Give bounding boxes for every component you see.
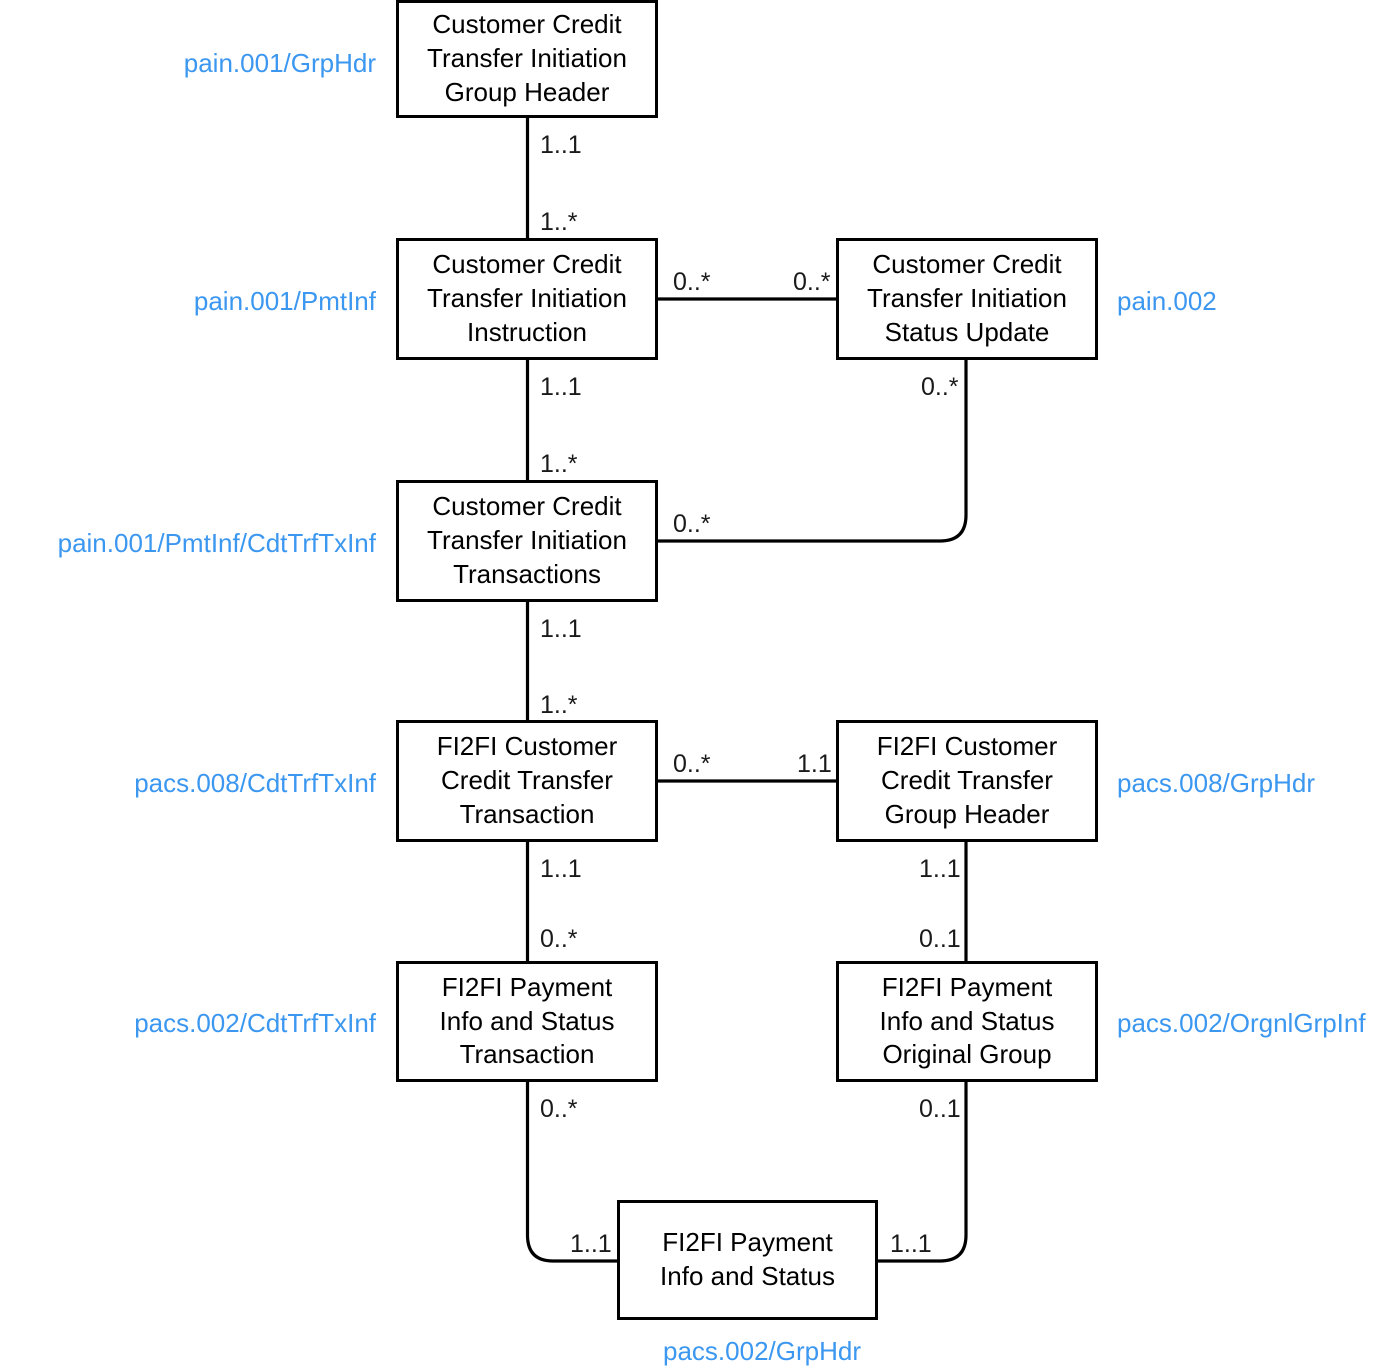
entity-label-pacs002-orgnlgrpinf: FI2FI Payment Info and Status Original G… bbox=[879, 971, 1055, 1070]
entity-label-pain002: Customer Credit Transfer Initiation Stat… bbox=[867, 249, 1067, 347]
connector-pain002-to-transactions bbox=[658, 360, 968, 543]
entity-box-pacs002-grphdr[interactable]: FI2FI Payment Info and Status bbox=[617, 1200, 878, 1320]
cardinality-pacs008grphdr-bottom: 1..1 bbox=[919, 855, 961, 883]
cardinality-grphdr-bottom: 1..1 bbox=[540, 131, 582, 159]
namespace-label-pacs002-cdttrftxinf: pacs.002/CdtTrfTxInf bbox=[134, 1008, 376, 1038]
cardinality-pmtinf-bottom: 1..1 bbox=[540, 373, 582, 401]
cardinality-pacs002grphdr-left: 1..1 bbox=[570, 1230, 612, 1258]
namespace-label-pacs002-grphdr: pacs.002/GrpHdr bbox=[663, 1336, 861, 1366]
entity-box-pacs002-orgnlgrpinf[interactable]: FI2FI Payment Info and Status Original G… bbox=[836, 961, 1098, 1082]
entity-box-pacs008-grphdr[interactable]: FI2FI Customer Credit Transfer Group Hea… bbox=[836, 720, 1098, 842]
cardinality-pmtinf-right: 0..* bbox=[673, 268, 711, 296]
namespace-label-pain001-grphdr: pain.001/GrpHdr bbox=[183, 48, 376, 78]
cardinality-orgnlgrpinf-bottom: 0..1 bbox=[919, 1095, 961, 1123]
entity-label-pain001-pmtinf: Customer Credit Transfer Initiation Inst… bbox=[427, 249, 627, 347]
entity-label-pain001-grphdr: Customer Credit Transfer Initiation Grou… bbox=[427, 9, 627, 107]
cardinality-pacs002grphdr-right: 1..1 bbox=[890, 1230, 932, 1258]
entity-label-pacs008-grphdr: FI2FI Customer Credit Transfer Group Hea… bbox=[876, 731, 1058, 829]
entity-label-pain001-cdttrftxinf: Customer Credit Transfer Initiation Tran… bbox=[427, 491, 627, 589]
cardinality-transactions-bottom: 1..1 bbox=[540, 615, 582, 643]
cardinality-orgnlgrpinf-top: 0..1 bbox=[919, 925, 961, 953]
cardinality-pacs002txn-top: 0..* bbox=[540, 925, 578, 953]
entity-box-pacs008-cdttrftxinf[interactable]: FI2FI Customer Credit Transfer Transacti… bbox=[396, 720, 658, 842]
cardinality-pacs008txn-bottom: 1..1 bbox=[540, 855, 582, 883]
entity-box-pain001-cdttrftxinf[interactable]: Customer Credit Transfer Initiation Tran… bbox=[396, 480, 658, 602]
namespace-label-pain002: pain.002 bbox=[1117, 286, 1217, 316]
namespace-label-pacs008-grphdr: pacs.008/GrpHdr bbox=[1117, 768, 1315, 798]
cardinality-pacs002txn-bottom: 0..* bbox=[540, 1095, 578, 1123]
namespace-label-pacs002-orgnlgrpinf: pacs.002/OrgnlGrpInf bbox=[1117, 1008, 1366, 1038]
cardinality-pacs008grphdr-left: 1.1 bbox=[797, 750, 832, 778]
cardinality-transactions-top: 1..* bbox=[540, 450, 578, 478]
namespace-label-pain001-pmtinf: pain.001/PmtInf bbox=[193, 286, 376, 316]
cardinality-pacs008txn-right: 0..* bbox=[673, 750, 711, 778]
entity-box-pain001-pmtinf[interactable]: Customer Credit Transfer Initiation Inst… bbox=[396, 238, 658, 360]
namespace-label-pain001-cdttrftxinf: pain.001/PmtInf/CdtTrfTxInf bbox=[57, 528, 376, 558]
entity-label-pacs002-grphdr: FI2FI Payment Info and Status bbox=[660, 1227, 835, 1291]
namespace-label-pacs008-cdttrftxinf: pacs.008/CdtTrfTxInf bbox=[134, 768, 376, 798]
connector-orgnlgrpinf-to-pacs002grphdr bbox=[878, 1082, 968, 1263]
cardinality-pmtinf-top: 1..* bbox=[540, 208, 578, 236]
entity-box-pacs002-cdttrftxinf[interactable]: FI2FI Payment Info and Status Transactio… bbox=[396, 961, 658, 1082]
cardinality-pain002-bottom: 0..* bbox=[921, 373, 959, 401]
cardinality-pain002-left: 0..* bbox=[793, 268, 831, 296]
cardinality-transactions-right: 0..* bbox=[673, 510, 711, 538]
cardinality-pacs008txn-top: 1..* bbox=[540, 691, 578, 719]
entity-label-pacs002-cdttrftxinf: FI2FI Payment Info and Status Transactio… bbox=[439, 971, 615, 1070]
connector-pacs002txn-to-pacs002grphdr bbox=[525, 1082, 617, 1263]
entity-box-pain002[interactable]: Customer Credit Transfer Initiation Stat… bbox=[836, 238, 1098, 360]
entity-label-pacs008-cdttrftxinf: FI2FI Customer Credit Transfer Transacti… bbox=[436, 731, 618, 829]
entity-box-pain001-grphdr[interactable]: Customer Credit Transfer Initiation Grou… bbox=[396, 0, 658, 118]
